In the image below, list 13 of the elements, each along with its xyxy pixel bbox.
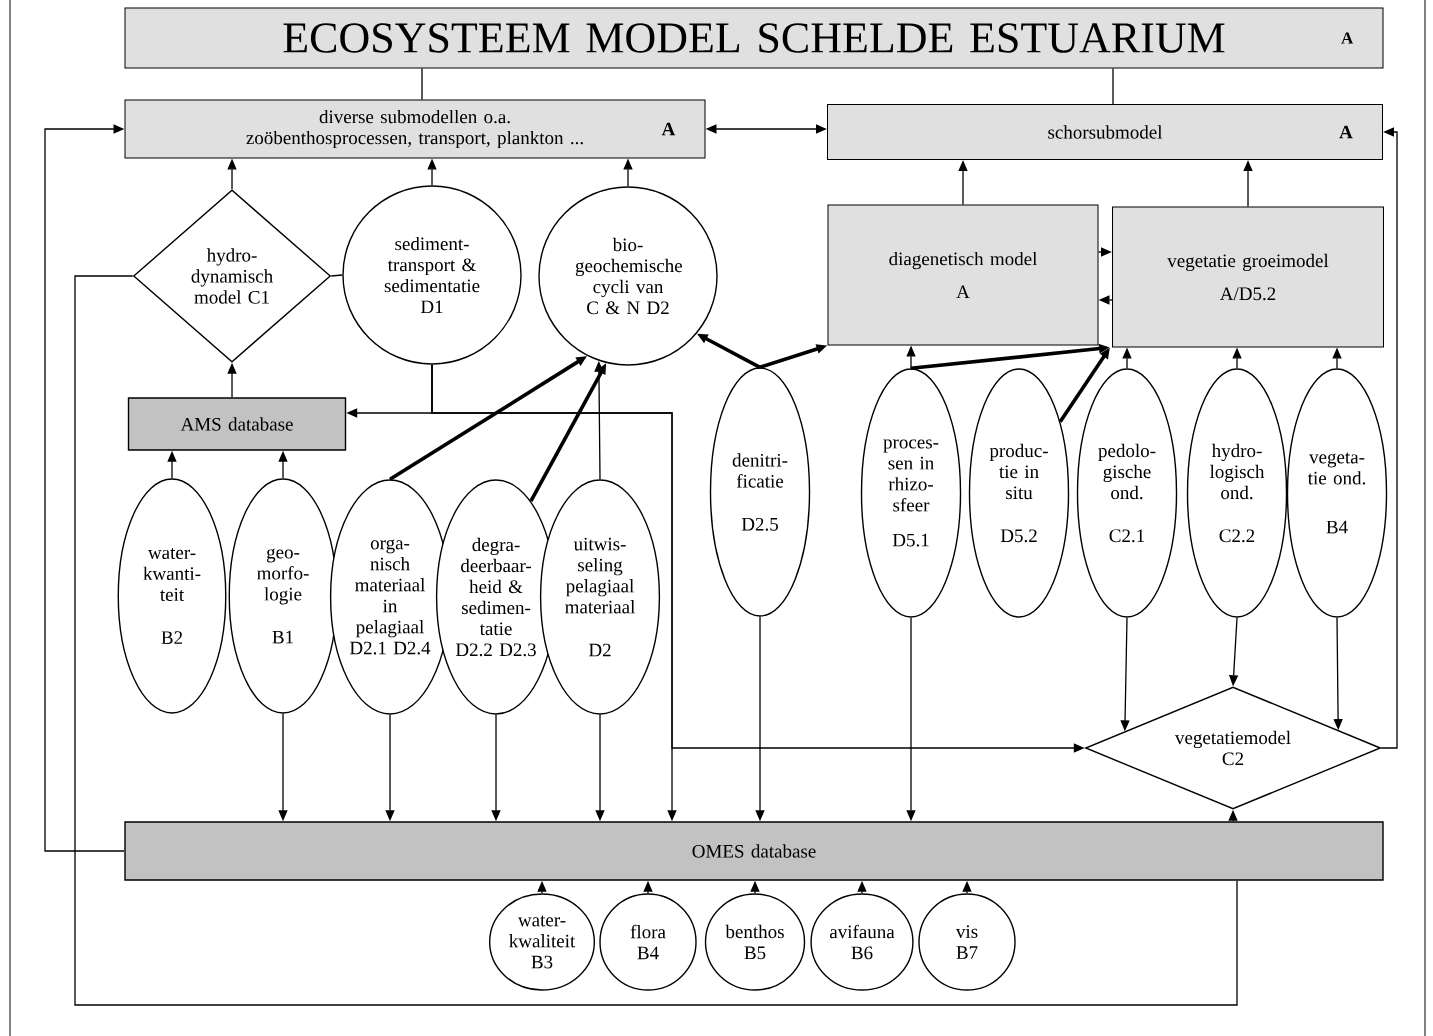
model-box: diagenetisch model A: [827, 204, 1099, 346]
connector-line: [330, 274, 343, 277]
database-box: AMS database: [127, 397, 347, 451]
connector-line: [74, 275, 1238, 1006]
database-box: OMES database: [124, 821, 1384, 881]
arrow: [1380, 127, 1398, 749]
connector-line: [1112, 67, 1114, 105]
connector-line: [421, 67, 423, 101]
model-box: diverse submodellen o.a. zoöbenthosprocessen, transport, plankton ... A: [124, 99, 706, 159]
title-box: ECOSYSTEEM MODEL SCHELDE ESTUARIUM A: [124, 7, 1384, 69]
arrow: [44, 124, 125, 852]
model-box: vegetatie groeimodel A/D5.2: [1112, 206, 1384, 348]
model-box: schorsubmodel A: [827, 104, 1383, 160]
